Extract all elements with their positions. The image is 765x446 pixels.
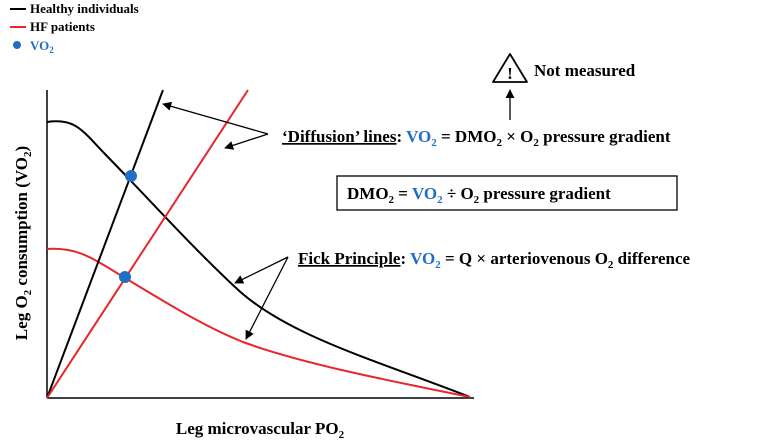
- hf-fick-curve: [46, 247, 471, 398]
- arrow-to-hf-diffusion: [224, 133, 269, 150]
- hf-vo2-point: [119, 271, 131, 283]
- diffusion-equation: ‘Diffusion’ lines: VO2 = DMO2 × O2 press…: [282, 127, 671, 149]
- warning-triangle-icon: [492, 53, 528, 83]
- not-measured-label: Not measured: [534, 61, 636, 80]
- not-measured-group: ! Not measured: [492, 53, 636, 120]
- fick-equation: Fick Principle: VO2 = Q × arteriovenous …: [298, 249, 691, 271]
- dmo-equation-box: [336, 175, 678, 211]
- y-axis-label: Leg O2 consumption (VO2): [12, 146, 34, 340]
- warning-exclamation-icon: !: [507, 64, 513, 83]
- dmo-equation: DMO2 = VO2 ÷ O2 pressure gradient: [347, 184, 611, 206]
- legend: Healthy individuals HF patients VO2: [10, 1, 139, 55]
- arrow-to-healthy-fick: [234, 256, 289, 284]
- healthy-vo2-point: [125, 170, 137, 182]
- healthy-fick-curve: [46, 120, 471, 398]
- axes: [46, 90, 474, 399]
- healthy-diffusion-line: [46, 89, 164, 399]
- legend-healthy-label: Healthy individuals: [30, 1, 139, 16]
- arrow-to-hf-fick: [245, 256, 289, 340]
- legend-vo2-label: VO2: [30, 38, 54, 55]
- arrow-to-healthy-diffusion: [162, 101, 269, 135]
- legend-hf-label: HF patients: [30, 19, 95, 34]
- hf-diffusion-line: [46, 89, 249, 399]
- x-axis-label: Leg microvascular PO2: [176, 419, 345, 441]
- legend-vo2-marker: [13, 41, 21, 49]
